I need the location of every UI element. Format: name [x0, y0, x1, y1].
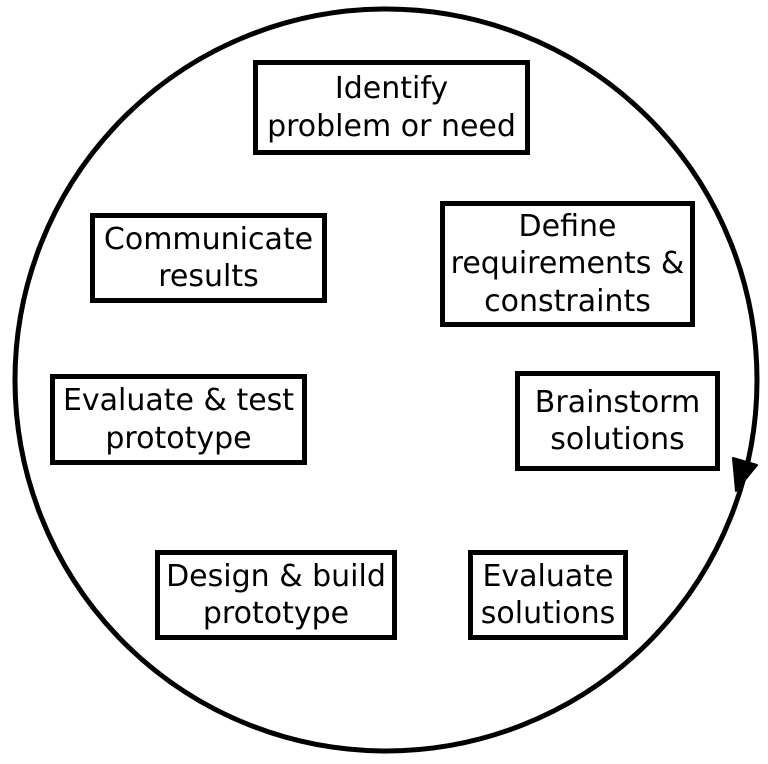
step-evaluate-solutions-label: Evaluate solutions [480, 558, 616, 632]
step-define-requirements-label: Define requirements & constraints [450, 208, 685, 319]
clockwise-arrowhead-icon [732, 457, 758, 492]
step-identify-problem-label: Identify problem or need [267, 71, 516, 144]
step-communicate-results-label: Communicate results [103, 221, 314, 295]
step-evaluate-test-prototype-label: Evaluate & test prototype [62, 383, 295, 456]
step-design-build-prototype: Design & build prototype [155, 550, 397, 640]
step-brainstorm-solutions-label: Brainstorm solutions [534, 384, 701, 458]
step-design-build-prototype-label: Design & build prototype [166, 558, 386, 632]
step-evaluate-solutions: Evaluate solutions [468, 550, 628, 640]
step-evaluate-test-prototype: Evaluate & test prototype [50, 374, 307, 465]
step-define-requirements: Define requirements & constraints [440, 201, 695, 327]
step-identify-problem: Identify problem or need [253, 60, 530, 155]
step-communicate-results: Communicate results [90, 213, 327, 303]
cycle-circle [12, 6, 760, 754]
step-brainstorm-solutions: Brainstorm solutions [515, 371, 720, 471]
